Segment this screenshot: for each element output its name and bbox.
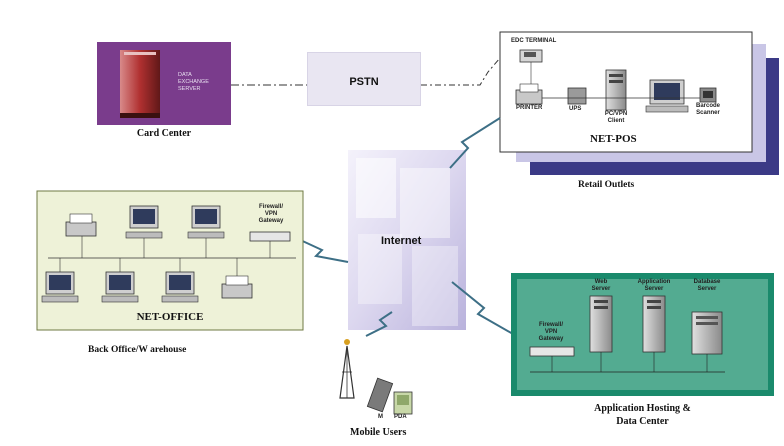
hosting-caption: Application Hosting & Data Center bbox=[594, 403, 691, 427]
internet-office-link bbox=[295, 237, 349, 263]
application-server-label: Application Server bbox=[637, 279, 671, 292]
edc-terminal-icon bbox=[519, 49, 543, 63]
database-server-icon bbox=[691, 311, 723, 355]
barcode-scanner-label: Barcode Scanner bbox=[695, 103, 720, 116]
data-exchange-server-icon bbox=[120, 50, 160, 118]
office-printer-top-icon bbox=[65, 213, 97, 237]
hosting-firewall-label: Firewall/ VPN Gateway bbox=[538, 322, 564, 342]
web-server-icon bbox=[589, 295, 613, 353]
barcode-scanner-icon bbox=[699, 87, 717, 103]
pda-label: PDA bbox=[394, 414, 407, 420]
office-pc-1-icon bbox=[125, 205, 163, 239]
internet-retail-link bbox=[449, 117, 501, 169]
internet-cloud bbox=[348, 150, 466, 330]
net-office-label: NET-OFFICE bbox=[136, 311, 204, 323]
ups-icon bbox=[567, 87, 587, 105]
mobile-users-label: Mobile Users bbox=[350, 427, 407, 438]
office-pc-2-icon bbox=[187, 205, 225, 239]
cell-tower-icon bbox=[339, 339, 355, 399]
pc-vpn-label: PC/VPN Client bbox=[604, 111, 628, 124]
back-office-label: Back Office/W arehouse bbox=[88, 345, 187, 355]
office-pc-5-icon bbox=[161, 271, 199, 303]
application-server-icon bbox=[642, 295, 666, 353]
hosting-box bbox=[511, 273, 774, 396]
office-printer-bottom-icon bbox=[221, 275, 253, 299]
database-server-label: Database Server bbox=[693, 279, 721, 292]
printer-label: PRINTER bbox=[516, 105, 543, 111]
hosting-firewall-icon bbox=[529, 346, 575, 357]
office-pc-3-icon bbox=[41, 271, 79, 303]
retail-monitor-icon bbox=[645, 79, 689, 113]
pc-vpn-client-icon bbox=[605, 69, 627, 111]
data-exchange-server-text: DATA EXCHANGE SERVER bbox=[178, 72, 209, 92]
retail-outlets-label: Retail Outlets bbox=[578, 180, 635, 190]
hosting-drop-lines bbox=[551, 352, 708, 372]
net-pos-label: NET-POS bbox=[590, 133, 637, 145]
internet-hosting-link bbox=[451, 281, 521, 339]
web-server-label: Web Server bbox=[591, 279, 611, 292]
card-center-box bbox=[97, 42, 231, 125]
hosting-inner bbox=[517, 279, 768, 390]
pstn-box bbox=[307, 52, 421, 106]
pda-icon bbox=[393, 391, 413, 415]
edc-terminal-label: EDC TERMINAL bbox=[511, 38, 557, 44]
office-firewall-label: Firewall/ VPN Gateway bbox=[258, 204, 284, 224]
ups-label: UPS bbox=[569, 106, 582, 112]
internet-label: Internet bbox=[381, 235, 422, 247]
internet-mobile-link bbox=[365, 311, 393, 337]
card-center-label: Card Center bbox=[136, 128, 192, 139]
pstn-label: PSTN bbox=[349, 76, 379, 88]
printer-icon bbox=[515, 83, 543, 105]
office-drop-lines bbox=[59, 236, 271, 276]
office-firewall-icon bbox=[249, 231, 291, 242]
mobile-device-icon bbox=[366, 377, 394, 413]
mobile-m-label: M bbox=[378, 414, 383, 420]
office-pc-4-icon bbox=[101, 271, 139, 303]
